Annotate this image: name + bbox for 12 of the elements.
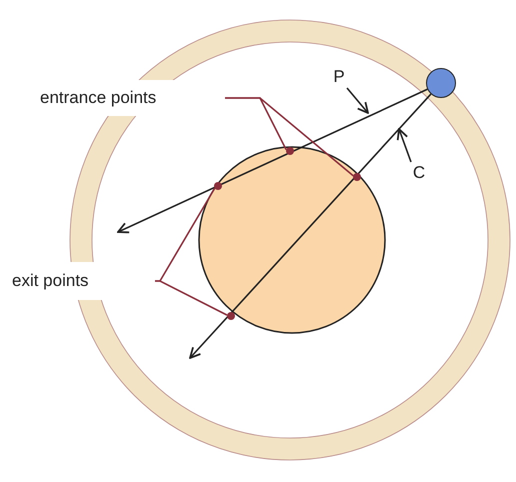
leader-line (225, 97, 354, 176)
line-label: P (333, 67, 345, 87)
arrow (117, 88, 428, 234)
arrow (189, 94, 432, 359)
intersection-dot (214, 182, 222, 190)
point-label: entrance points (40, 88, 156, 108)
leader-line (155, 280, 228, 316)
arrow (346, 87, 369, 114)
point-label: exit points (12, 271, 89, 291)
intersection-dot (227, 312, 235, 320)
line-label: C (412, 163, 426, 183)
arrow (396, 128, 412, 162)
